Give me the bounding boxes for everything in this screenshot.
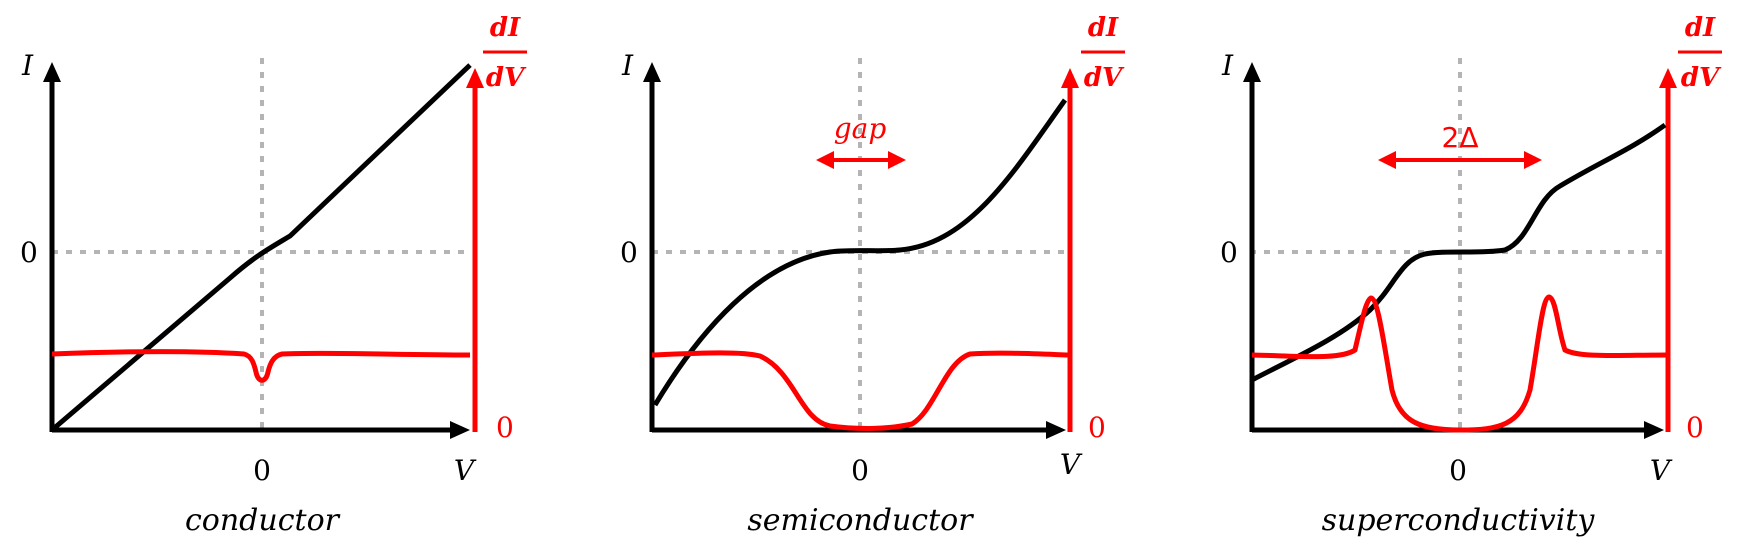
current-axis-arrow [1243, 62, 1261, 82]
gap-arrow-left-head [816, 151, 834, 169]
voltage-axis-label: V [454, 454, 477, 487]
zero-current-label: 0 [1220, 236, 1238, 269]
voltage-axis-label: V [1650, 454, 1673, 487]
conductance-curve [1251, 294, 1669, 433]
gap-2delta-arrow-left-head [1378, 151, 1396, 169]
conductance-label-denominator: dV [1084, 63, 1125, 93]
panel-superconductivity: 2Δ I 0 0 V 0 dI dV superconductivity [1220, 13, 1722, 538]
zero-voltage-label: 0 [253, 454, 271, 487]
voltage-axis-label: V [1060, 448, 1083, 481]
gap-2delta-label: 2Δ [1442, 121, 1479, 154]
zero-voltage-label: 0 [1449, 454, 1467, 487]
zero-conductance-label: 0 [1686, 411, 1704, 444]
gap-2delta-arrow-right-head [1524, 151, 1542, 169]
voltage-axis-arrow [1046, 421, 1066, 439]
panel-conductor: I 0 0 V 0 dI dV conductor [20, 13, 527, 538]
zero-current-label: 0 [20, 236, 38, 269]
current-axis-arrow [643, 62, 661, 82]
conductance-axis-arrow [1659, 68, 1677, 88]
voltage-axis-arrow [1644, 421, 1664, 439]
conductance-label-numerator: dI [1088, 13, 1119, 43]
zero-current-label: 0 [620, 236, 638, 269]
current-curve [1250, 122, 1667, 383]
current-axis-label: I [621, 49, 634, 82]
current-axis-label: I [21, 49, 34, 82]
current-axis-arrow [43, 62, 61, 82]
zero-conductance-label: 0 [1088, 411, 1106, 444]
gap-arrow-right-head [888, 151, 906, 169]
panel-caption: semiconductor [747, 503, 974, 538]
voltage-axis-arrow [450, 421, 470, 439]
conductance-label-denominator: dV [1681, 63, 1722, 93]
current-curve [652, 98, 1068, 407]
conductance-label-denominator: dV [486, 63, 527, 93]
conductance-axis-arrow [1061, 68, 1079, 88]
conductance-curve [51, 349, 471, 383]
zero-conductance-label: 0 [496, 411, 514, 444]
current-axis-label: I [1221, 49, 1234, 82]
conductance-curve [651, 350, 1069, 431]
conductance-axis-arrow [466, 68, 484, 88]
gap-label: gap [834, 112, 887, 145]
conductance-label-numerator: dI [490, 13, 521, 43]
zero-voltage-label: 0 [851, 454, 869, 487]
current-curve [50, 63, 472, 432]
panel-semiconductor: gap I 0 0 V 0 dI dV semiconductor [620, 13, 1125, 538]
panel-caption: conductor [185, 503, 341, 538]
panel-caption: superconductivity [1322, 503, 1596, 538]
conductance-label-numerator: dI [1685, 13, 1716, 43]
